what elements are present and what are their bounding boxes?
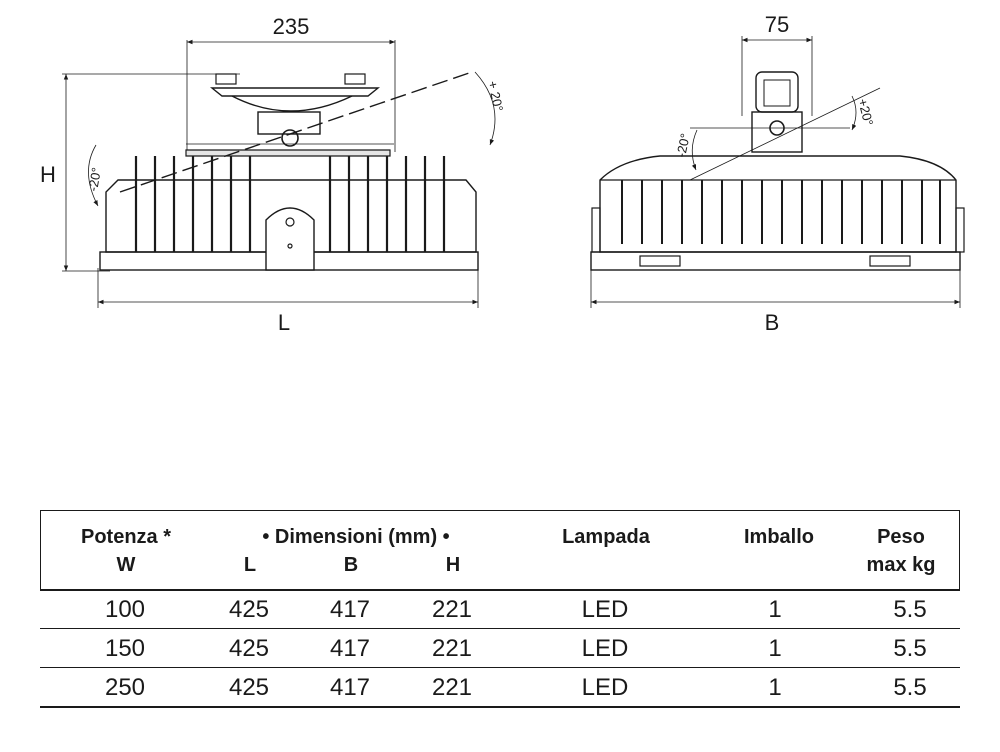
cell-length: 425 [228,635,270,662]
cell-imballo: 1 [768,635,782,662]
cell-potenza: 250 [104,674,146,701]
cell-height: 221 [431,674,473,701]
cell-potenza: 150 [104,635,146,662]
front-length-label: L [278,310,290,335]
table-row: 250 425 417 221 LED 1 5.5 [40,668,960,708]
front-width-label: 235 [273,14,310,39]
front-tilt-plus-label: + 20° [485,80,506,113]
header-dim-h: H [445,554,461,576]
header-peso-unit: max kg [866,554,936,576]
cell-potenza: 100 [104,596,146,623]
table-body: 100 425 417 221 LED 1 5.5 150 425 417 22… [40,590,960,708]
side-view-drawing [590,36,965,308]
cell-width: 417 [329,635,371,662]
header-potenza-unit: W [116,554,136,576]
header-potenza: Potenza * [80,526,172,548]
cell-peso: 5.5 [893,635,927,662]
cell-lampada: LED [581,674,629,701]
cell-peso: 5.5 [893,674,927,701]
cell-length: 425 [228,596,270,623]
cell-lampada: LED [581,596,629,623]
header-dim-l: L [243,554,257,576]
side-depth-label: B [765,310,780,335]
cell-width: 417 [329,596,371,623]
front-height-label: H [40,162,56,187]
specifications-table: Potenza * W • Dimensioni (mm) • L B H La… [40,510,960,712]
cell-peso: 5.5 [893,596,927,623]
front-tilt-minus-label: -20° [85,166,104,192]
cell-height: 221 [431,596,473,623]
side-width-label: 75 [765,12,789,37]
cell-height: 221 [431,635,473,662]
cell-width: 417 [329,674,371,701]
side-tilt-plus-label: +20° [855,97,876,127]
header-lampada: Lampada [562,526,650,548]
table-header: Potenza * W • Dimensioni (mm) • L B H La… [40,510,960,591]
table-row: 100 425 417 221 LED 1 5.5 [40,590,960,629]
cell-imballo: 1 [768,674,782,701]
technical-drawings: 235 H L + 20° -20° [40,12,965,335]
table-row: 150 425 417 221 LED 1 5.5 [40,629,960,668]
header-dimensioni: • Dimensioni (mm) • [262,526,450,548]
front-view-drawing [62,39,496,308]
header-dim-b: B [343,554,359,576]
cell-lampada: LED [581,635,629,662]
cell-length: 425 [228,674,270,701]
header-imballo: Imballo [743,526,814,548]
side-tilt-minus-label: -20° [673,132,693,159]
cell-imballo: 1 [768,596,782,623]
header-peso: Peso [877,526,925,548]
